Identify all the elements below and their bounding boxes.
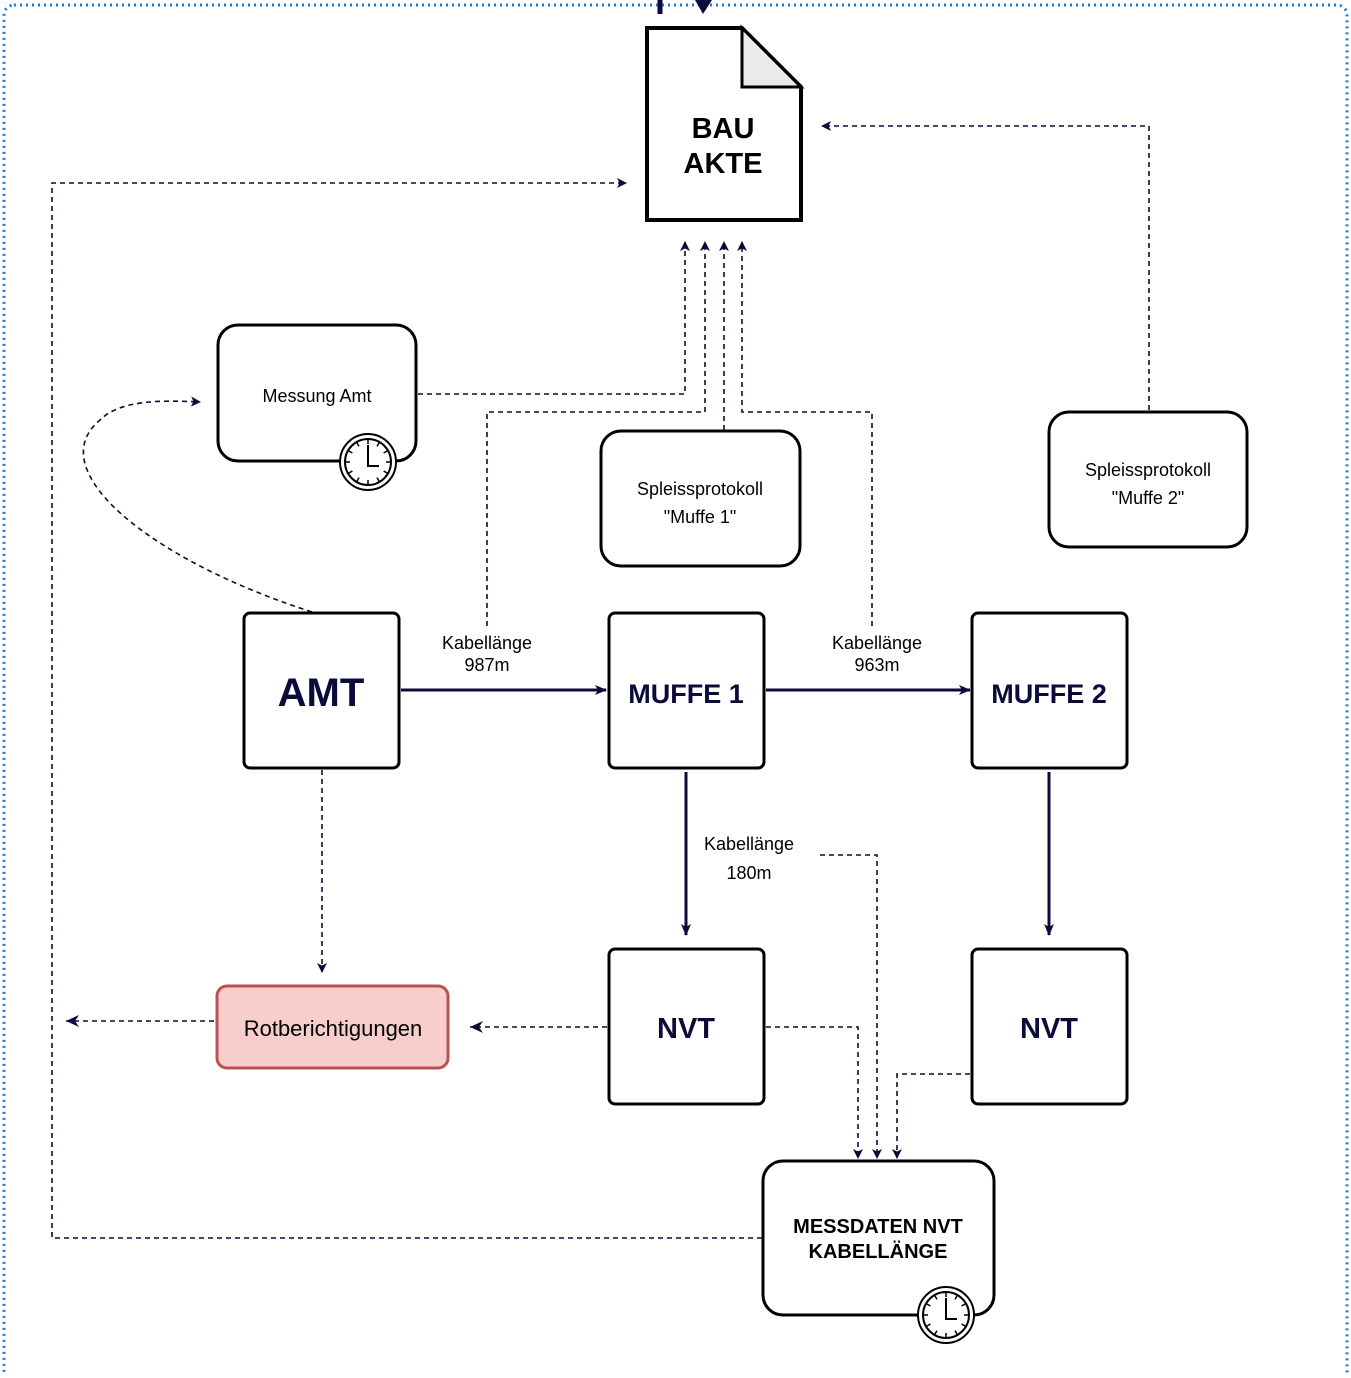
task-messdaten-nvt[interactable]: MESSDATEN NVT KABELLÄNGE: [761, 1159, 996, 1344]
node-nvt2-label: NVT: [1020, 1013, 1078, 1045]
edge-label-180: Kabellänge 180m: [704, 834, 794, 883]
task-rotberichtigungen[interactable]: Rotberichtigungen: [215, 984, 450, 1070]
edge-label-987-line2: 987m: [464, 655, 509, 675]
spleiss1-label-line2: "Muffe 1": [664, 507, 736, 527]
edge-label963-to-bauakte: [737, 241, 873, 626]
document-fold: [740, 24, 805, 89]
node-muffe1[interactable]: MUFFE 1: [607, 611, 766, 770]
task-spleissprotokoll-muffe2[interactable]: Spleissprotokoll "Muffe 2": [1047, 410, 1249, 549]
node-nvt1-label: NVT: [657, 1013, 715, 1045]
bauakte-document[interactable]: BAU AKTE: [645, 24, 805, 222]
edge-label-963-line2: 963m: [854, 655, 899, 675]
edge-label-963: Kabellänge 963m: [832, 633, 922, 675]
spleiss2-label-line1: Spleissprotokoll: [1085, 460, 1211, 480]
edge-label-987-line1: Kabellänge: [442, 633, 532, 653]
task-messung-amt[interactable]: Messung Amt: [216, 323, 418, 491]
spleiss2-label-line2: "Muffe 2": [1112, 488, 1184, 508]
top-connector-b: [695, 0, 712, 14]
spleiss1-label-line1: Spleissprotokoll: [637, 479, 763, 499]
edge-label-180-line2: 180m: [726, 863, 771, 883]
edge-amt-to-messung: [82, 396, 313, 613]
edge-label-180-line1: Kabellänge: [704, 834, 794, 854]
edge-nvt2-to-messdaten: [892, 1073, 970, 1159]
node-muffe2-label: MUFFE 2: [991, 679, 1107, 709]
node-nvt1[interactable]: NVT: [607, 947, 766, 1106]
outer-frame: [2, 3, 1349, 1378]
edge-label-987: Kabellänge 987m: [442, 633, 532, 675]
edge-nvt1-to-messdaten: [766, 1026, 863, 1159]
rotberichtigungen-label: Rotberichtigungen: [244, 1016, 423, 1041]
edge-label987-to-bauakte: [486, 241, 710, 626]
node-nvt2[interactable]: NVT: [970, 947, 1129, 1106]
edge-label180-to-messdaten: [820, 854, 882, 1159]
edge-messdaten-to-bauakte: [51, 178, 762, 1239]
task-messung-amt-label: Messung Amt: [262, 386, 371, 406]
document-title-line2: AKTE: [684, 148, 763, 180]
clock-icon: [917, 1286, 975, 1344]
document-title-line1: BAU: [692, 113, 755, 145]
task-spleissprotokoll-muffe1[interactable]: Spleissprotokoll "Muffe 1": [599, 429, 802, 568]
node-amt[interactable]: AMT: [242, 611, 401, 770]
messdaten-label-line1: MESSDATEN NVT: [793, 1216, 963, 1238]
node-muffe1-label: MUFFE 1: [628, 679, 744, 709]
clock-icon: [339, 433, 397, 491]
node-amt-label: AMT: [278, 671, 365, 715]
edge-messung-to-bauakte: [418, 241, 690, 395]
edge-spleiss2-to-bauakte: [821, 121, 1150, 410]
node-muffe2[interactable]: MUFFE 2: [970, 611, 1129, 770]
messdaten-label-line2: KABELLÄNGE: [809, 1240, 948, 1263]
edge-label-963-line1: Kabellänge: [832, 633, 922, 653]
